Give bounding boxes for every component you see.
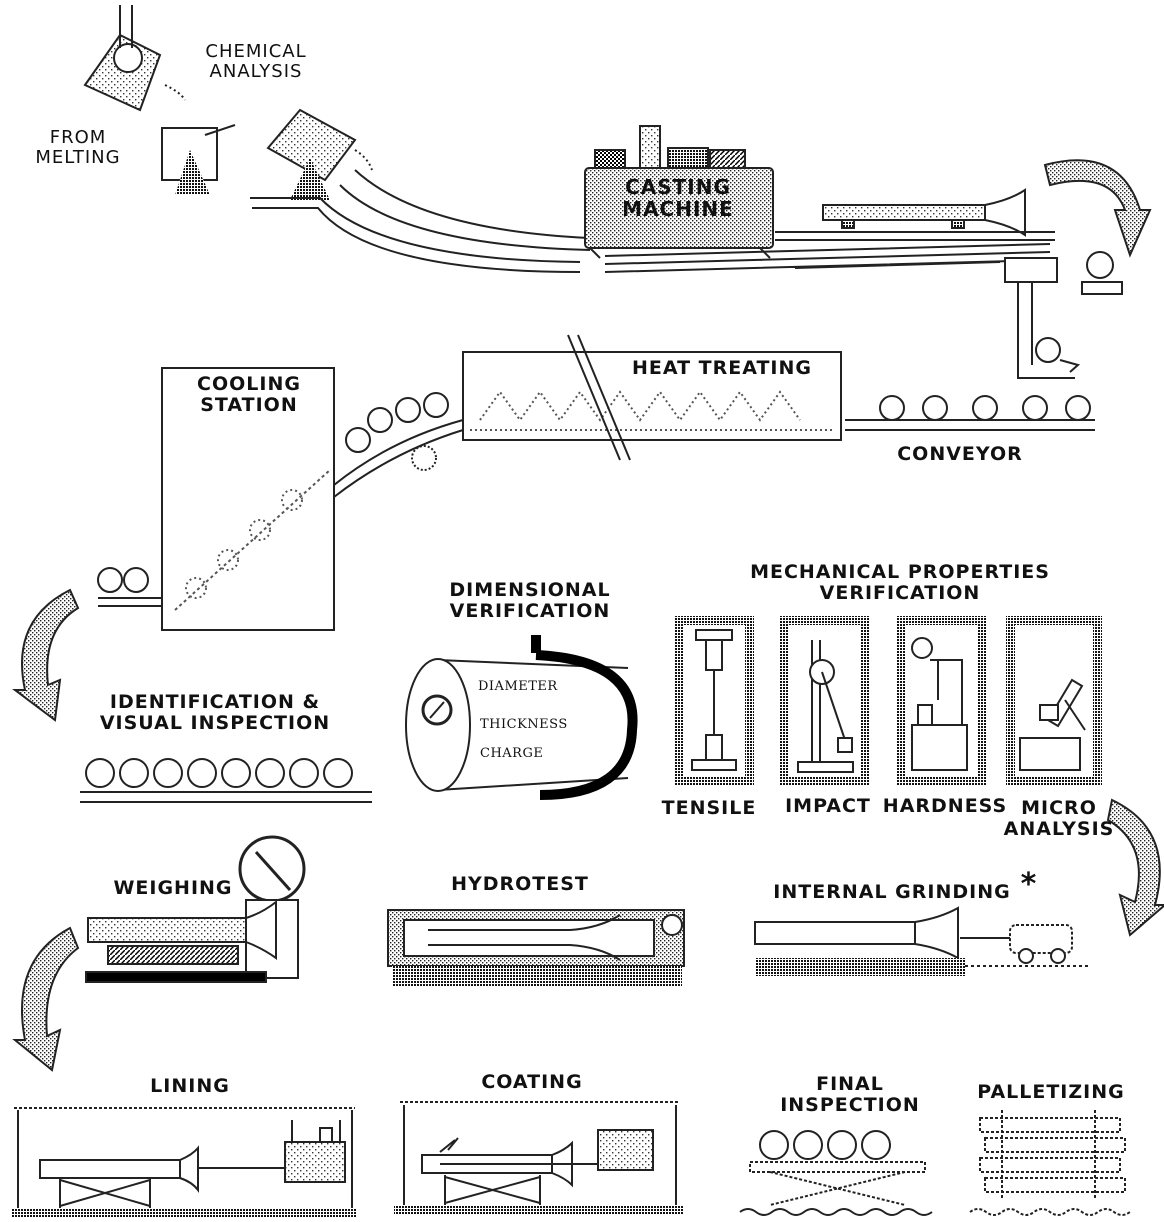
- launder-channel: [250, 169, 591, 273]
- ladle-icon: [83, 5, 186, 112]
- conveyor: [845, 395, 1095, 431]
- cooling-station: [97, 367, 464, 631]
- palletizing-stack: [969, 1110, 1131, 1216]
- tensile-tester: [674, 616, 754, 786]
- heat-treating-label: HEAT TREATING: [631, 357, 812, 379]
- lining-label: LINING: [150, 1075, 230, 1097]
- hydrotest-label: HYDROTEST: [451, 873, 589, 895]
- flow-arrow-left-mid: [12, 588, 80, 722]
- pouring-ladle-icon: [266, 108, 373, 200]
- cooling-station-label: COOLING STATION: [197, 373, 301, 417]
- asterisk-label: *: [1020, 867, 1038, 902]
- internal-grinding-label: INTERNAL GRINDING: [773, 881, 1011, 903]
- sample-mold-icon: [161, 124, 236, 195]
- hardness-tester: [896, 616, 986, 786]
- coating-station: [394, 1101, 684, 1215]
- internal-grinding-machine: [754, 906, 1090, 976]
- dimensional-gauge: [405, 635, 638, 800]
- hydrotest-press: [387, 909, 685, 986]
- impact-label: IMPACT: [785, 795, 871, 817]
- identification-visual-inspection-label: IDENTIFICATION & VISUAL INSPECTION: [99, 691, 331, 735]
- thickness-label: THICKNESS: [480, 717, 568, 732]
- tensile-label: TENSILE: [661, 797, 757, 819]
- flow-arrow-left-low: [12, 926, 80, 1072]
- final-inspection-label: FINAL INSPECTION: [780, 1073, 920, 1117]
- mechanical-properties-verification-label: MECHANICAL PROPERTIES VERIFICATION: [750, 561, 1050, 605]
- transfer-column: [1004, 251, 1123, 379]
- chemical-analysis-label: CHEMICAL ANALYSIS: [205, 41, 307, 83]
- heat-treating-furnace: [462, 334, 842, 461]
- casting-machine-label: CASTING MACHINE: [622, 175, 734, 222]
- flow-arrow-right-mid: [1106, 798, 1164, 937]
- impact-tester: [780, 616, 870, 786]
- flow-arrow-right-top: [1043, 159, 1152, 258]
- charge-label: CHARGE: [480, 746, 544, 761]
- lining-station: [12, 1107, 357, 1218]
- micro-analysis-label: MICRO ANALYSIS: [1003, 797, 1115, 841]
- coating-label: COATING: [481, 1071, 583, 1093]
- dimensional-verification-label: DIMENSIONAL VERIFICATION: [449, 579, 611, 623]
- conveyor-label: CONVEYOR: [897, 443, 1023, 465]
- hardness-label: HARDNESS: [882, 795, 1008, 817]
- casting-machine: [584, 125, 1055, 273]
- weighing-scale: [85, 835, 306, 983]
- weighing-label: WEIGHING: [113, 877, 233, 899]
- final-inspection-table: [739, 1130, 933, 1216]
- diameter-label: DIAMETER: [478, 679, 558, 694]
- from-melting-label: FROM MELTING: [35, 127, 121, 169]
- palletizing-label: PALLETIZING: [977, 1081, 1125, 1103]
- micro-analysis-microscope: [1006, 616, 1102, 786]
- identification-row: [80, 758, 372, 803]
